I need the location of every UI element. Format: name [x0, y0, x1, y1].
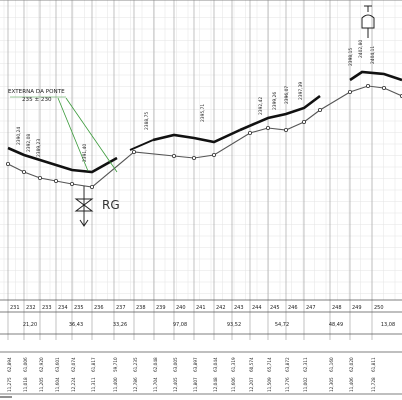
value-label: 11,205 — [39, 377, 44, 392]
background-grid — [0, 0, 402, 300]
station-label: 237 — [116, 305, 126, 311]
value-label: 11,406 — [349, 377, 354, 392]
elevation-label: 2392,42 — [258, 97, 264, 115]
elevation-label: 2391,40 — [82, 144, 88, 162]
callout-line2: 235 ± 230 — [22, 97, 52, 103]
value-label: 62,920 — [39, 357, 44, 372]
value-label: 12,048 — [213, 377, 218, 392]
station-label: 242 — [216, 305, 226, 311]
value-label: 12,786 — [133, 377, 138, 392]
value-label: 61,235 — [133, 357, 138, 372]
value-label: 63,897 — [193, 357, 198, 372]
station-label: 245 — [270, 305, 280, 311]
station-label: 236 — [94, 305, 104, 311]
station-label: 232 — [26, 305, 36, 311]
station-label: 248 — [332, 305, 342, 311]
value-label: 59,710 — [113, 357, 118, 372]
value-label: 11,509 — [267, 377, 272, 392]
elevation-label: 2396,07 — [284, 86, 290, 104]
value-label: 61,319 — [231, 357, 236, 372]
elevation-label: 2388,75 — [144, 112, 150, 130]
distance-label: 33,26 — [113, 322, 127, 328]
station-label: 233 — [42, 305, 52, 311]
value-label: 61,006 — [23, 357, 28, 372]
value-label: 12,207 — [249, 377, 254, 392]
station-label: 241 — [196, 305, 206, 311]
value-label: 11,704 — [153, 377, 158, 392]
profile-lines — [6, 70, 402, 189]
station-label: 247 — [306, 305, 316, 311]
value-label: 11,606 — [231, 377, 236, 392]
elevation-label: 2399,26 — [272, 92, 278, 110]
value-label: 62,074 — [71, 357, 76, 372]
value-label: 62,894 — [7, 357, 12, 372]
value-label: 12,405 — [173, 377, 178, 392]
value-label: 11,728 — [371, 377, 376, 392]
elevation-label: 2389,23 — [36, 139, 42, 157]
elevation-label: 2404,11 — [370, 46, 376, 64]
distance-label: 13,08 — [381, 322, 395, 328]
hydrant-icon — [361, 5, 375, 38]
distance-label: 97,08 — [173, 322, 187, 328]
elevation-label: 2402,80 — [358, 40, 364, 58]
value-label: 11,275 — [7, 377, 12, 392]
value-label: 63,872 — [285, 357, 290, 372]
elevation-label: 2392,08 — [26, 134, 32, 152]
distance-label: 36,43 — [69, 322, 83, 328]
value-label: 62,020 — [349, 357, 354, 372]
station-label: 234 — [58, 305, 68, 311]
data-table: 231 232 233 234 235 236 237 238 239 240 241 242 243 2… — [0, 299, 402, 395]
station-label: 244 — [252, 305, 262, 311]
distance-label: 21,20 — [23, 322, 37, 328]
station-label: 239 — [156, 305, 166, 311]
value-label: 11,807 — [193, 377, 198, 392]
station-label: 249 — [352, 305, 362, 311]
value-label: 11,776 — [285, 377, 290, 392]
callout-line1: EXTERNA DA PONTE — [8, 89, 65, 95]
distance-label: 93,52 — [227, 322, 241, 328]
elevation-label: 2398,15 — [348, 48, 354, 66]
elevation-label: 2395,71 — [200, 104, 206, 122]
value-label: 11,400 — [113, 377, 118, 392]
value-label: 63,044 — [213, 357, 218, 372]
value-label: 63,005 — [173, 357, 178, 372]
value-label: 11,002 — [303, 377, 308, 392]
value-label: 61,817 — [91, 357, 96, 372]
station-label: 243 — [234, 305, 244, 311]
value-label: 61,160 — [329, 357, 334, 372]
station-label: 240 — [176, 305, 186, 311]
valve-label: RG — [102, 198, 120, 212]
valve-symbol: RG — [74, 186, 120, 227]
station-label: 246 — [288, 305, 298, 311]
value-label: 63,601 — [55, 357, 60, 372]
profile-elevation-labels: 2390,24 2392,08 2389,23 2391,40 2388,75 2395,… — [16, 40, 376, 162]
station-label: 231 — [10, 305, 20, 311]
distance-label: 48,49 — [329, 322, 343, 328]
value-label: 12,224 — [71, 377, 76, 392]
station-label: 250 — [374, 305, 384, 311]
value-label: 60,574 — [249, 357, 254, 372]
value-label: 62,048 — [153, 357, 158, 372]
value-label: 11,604 — [55, 377, 60, 392]
station-label: 238 — [136, 305, 146, 311]
station-lines — [0, 0, 402, 340]
value-label: 11,018 — [23, 377, 28, 392]
value-label: 11,311 — [91, 377, 96, 392]
callout: EXTERNA DA PONTE 235 ± 230 — [8, 89, 118, 173]
value-label: 65,714 — [267, 357, 272, 372]
value-label: 12,305 — [329, 377, 334, 392]
distance-label: 54,72 — [275, 322, 289, 328]
value-label: 62,311 — [303, 357, 308, 372]
station-label: 235 — [74, 305, 84, 311]
value-label: 61,811 — [371, 357, 376, 372]
elevation-label: 2397,39 — [298, 82, 304, 100]
elevation-label: 2390,24 — [16, 127, 22, 145]
